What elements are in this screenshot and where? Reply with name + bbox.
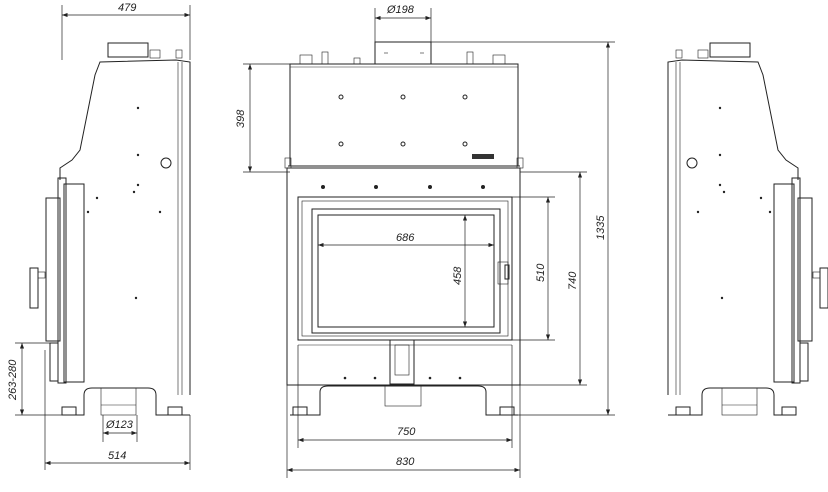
dim-total-height: 1335 [595,215,607,240]
dim-side-flue: Ø123 [105,419,134,431]
dim-front-top: 398 [235,109,247,128]
dim-side-depth-top: 479 [118,2,136,14]
front-view: Ø198 398 686 458 510 740 1335 750 830 [235,4,615,478]
logo [472,154,494,159]
dim-side-depth-bottom: 514 [108,450,126,462]
dim-glass-width: 686 [396,232,415,244]
dim-door-width: 750 [397,426,416,438]
dim-total-width: 830 [396,456,415,468]
left-side-view: 479 514 Ø123 263-280 [7,2,191,470]
dim-body-height: 740 [567,271,579,290]
dim-door-height: 510 [535,263,547,282]
dim-front-flue: Ø198 [386,4,415,16]
top-holes [338,94,468,147]
dim-glass-height: 458 [452,266,464,285]
right-side-view [667,42,828,416]
dim-side-air: 263-280 [7,359,19,401]
